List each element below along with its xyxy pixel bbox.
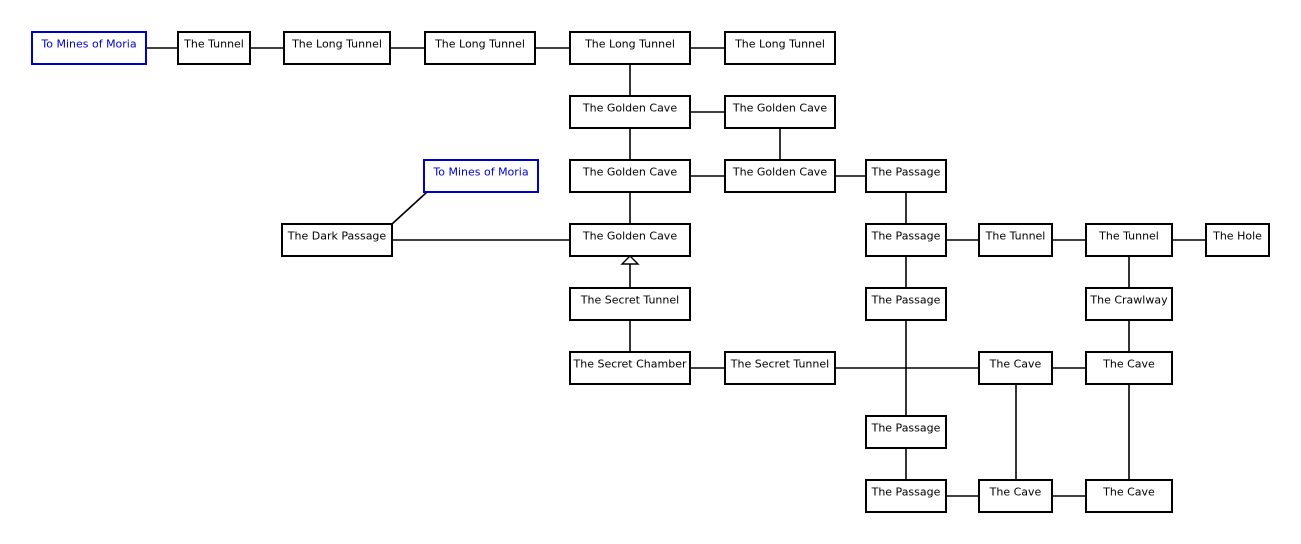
room-the-passage[interactable]: The Passage [865,287,947,321]
room-label: The Crawlway [1089,294,1168,307]
room-label: The Golden Cave [732,166,827,179]
room-the-golden-cave[interactable]: The Golden Cave [724,95,836,129]
room-the-tunnel[interactable]: The Tunnel [978,223,1053,257]
room-label: The Long Tunnel [584,38,675,51]
room-the-long-tunnel[interactable]: The Long Tunnel [569,31,691,65]
room-label: The Long Tunnel [434,38,525,51]
connections [146,47,1206,497]
up-arrow-icon [620,255,640,265]
room-the-long-tunnel[interactable]: The Long Tunnel [424,31,536,65]
room-the-passage[interactable]: The Passage [865,223,947,257]
room-to-mines-of-moria-exit[interactable]: To Mines of Moria [31,31,147,65]
room-label: The Secret Chamber [573,358,687,371]
room-the-long-tunnel[interactable]: The Long Tunnel [283,31,391,65]
room-the-golden-cave[interactable]: The Golden Cave [569,159,691,193]
room-label: The Passage [871,166,941,179]
room-label: The Cave [1102,358,1155,371]
room-the-long-tunnel[interactable]: The Long Tunnel [724,31,836,65]
room-to-mines-of-moria-exit[interactable]: To Mines of Moria [423,159,539,193]
room-the-cave[interactable]: The Cave [1085,479,1173,513]
room-label: The Secret Tunnel [730,358,829,371]
room-label: The Hole [1212,230,1262,243]
room-label: The Golden Cave [582,230,677,243]
room-label: The Golden Cave [582,102,677,115]
room-the-hole[interactable]: The Hole [1205,223,1270,257]
room-label: The Cave [1102,486,1155,499]
room-label: The Passage [871,294,941,307]
room-the-golden-cave[interactable]: The Golden Cave [724,159,836,193]
room-the-cave[interactable]: The Cave [1085,351,1173,385]
room-the-passage[interactable]: The Passage [865,415,947,449]
room-the-cave[interactable]: The Cave [978,351,1053,385]
room-the-passage[interactable]: The Passage [865,159,947,193]
room-the-crawlway[interactable]: The Crawlway [1085,287,1173,321]
room-label: To Mines of Moria [432,166,528,179]
room-label: The Cave [989,358,1042,371]
room-label: The Cave [989,486,1042,499]
link-r12-r13 [391,191,428,225]
room-the-passage[interactable]: The Passage [865,479,947,513]
room-the-tunnel[interactable]: The Tunnel [1085,223,1173,257]
room-the-secret-chamber[interactable]: The Secret Chamber [569,351,691,385]
room-the-cave[interactable]: The Cave [978,479,1053,513]
room-label: The Tunnel [985,230,1046,243]
room-label: The Long Tunnel [291,38,382,51]
room-the-secret-tunnel[interactable]: The Secret Tunnel [724,351,836,385]
room-label: The Tunnel [1098,230,1159,243]
room-label: The Passage [871,486,941,499]
room-the-secret-tunnel[interactable]: The Secret Tunnel [569,287,691,321]
room-label: The Long Tunnel [734,38,825,51]
room-label: The Tunnel [183,38,244,51]
room-label: The Secret Tunnel [580,294,679,307]
room-label: To Mines of Moria [40,38,136,51]
room-the-tunnel[interactable]: The Tunnel [177,31,251,65]
room-label: The Dark Passage [287,230,387,243]
room-the-golden-cave[interactable]: The Golden Cave [569,95,691,129]
room-label: The Passage [871,230,941,243]
room-the-dark-passage[interactable]: The Dark Passage [281,223,393,257]
room-label: The Golden Cave [582,166,677,179]
room-label: The Golden Cave [732,102,827,115]
room-label: The Passage [871,422,941,435]
room-the-golden-cave[interactable]: The Golden Cave [569,223,691,257]
